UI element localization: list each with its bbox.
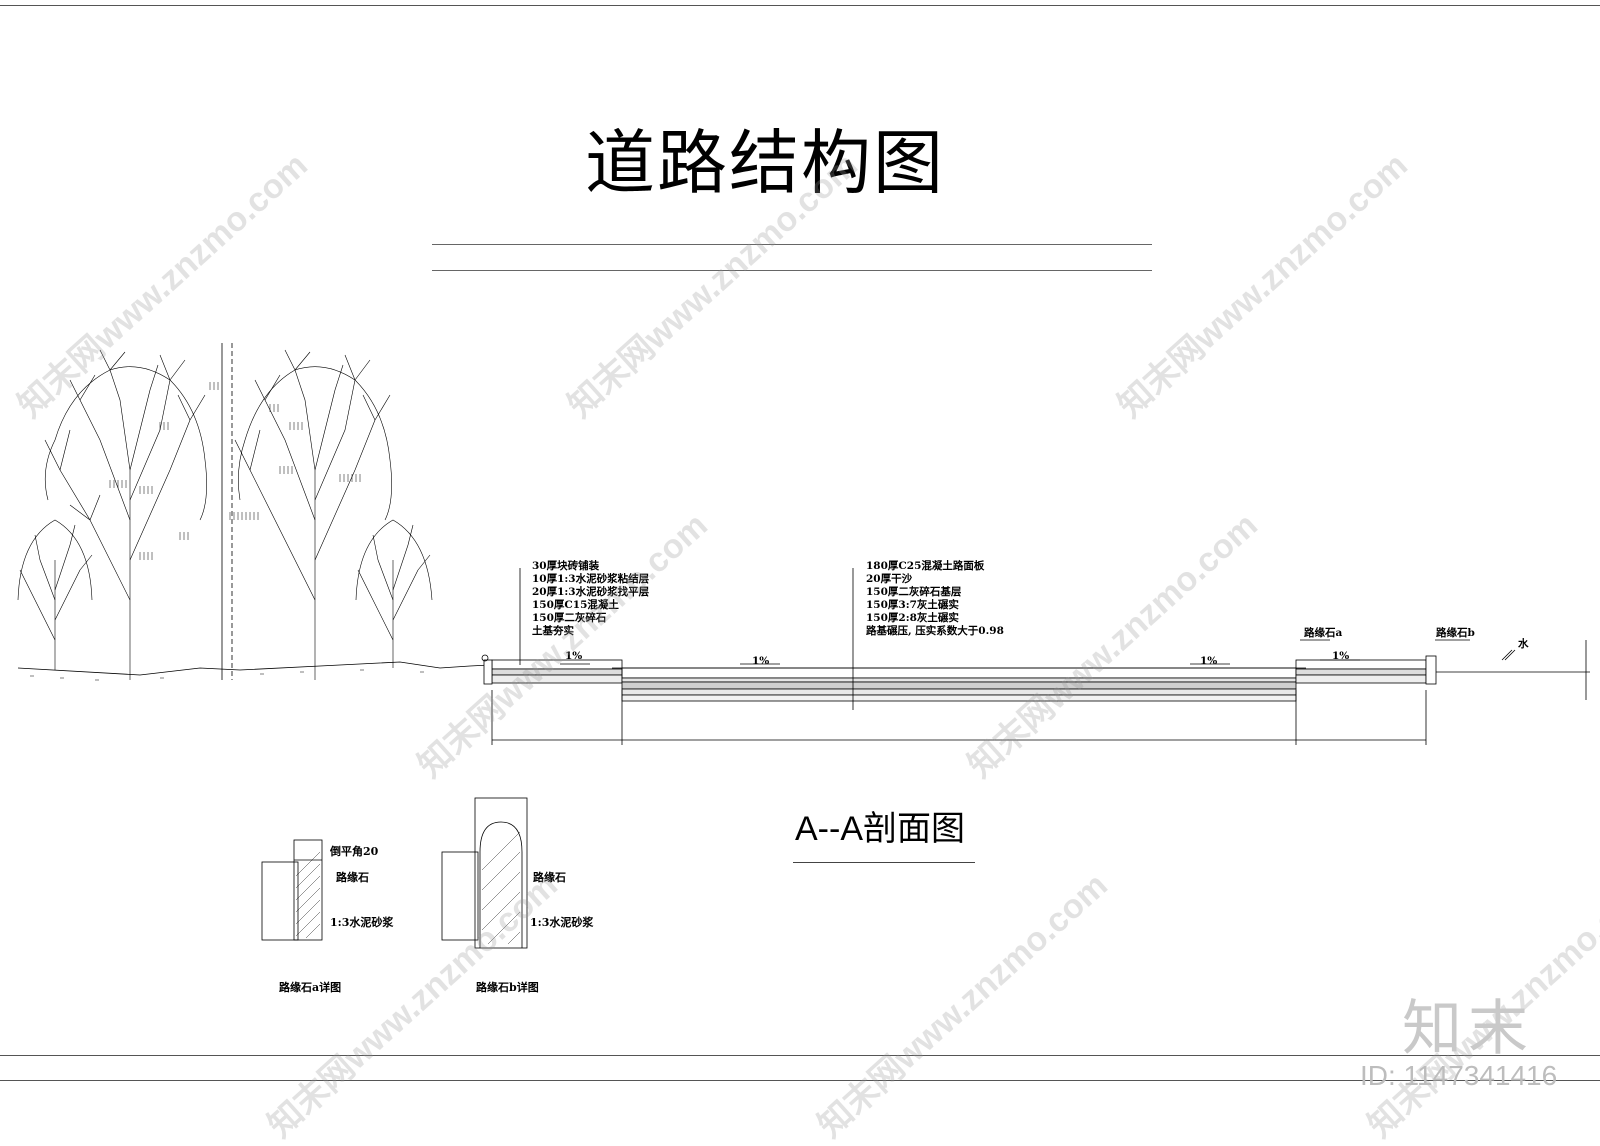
drawing-title: 道路结构图	[585, 122, 945, 204]
bottom-frame-line-2	[0, 1080, 1600, 1081]
left-layer-notes: 30厚块砖铺装 10厚1:3水泥砂浆粘结层 20厚1:3水泥砂浆找平层 150厚…	[532, 560, 649, 638]
section-title-underline	[793, 862, 975, 863]
bottom-frame-line	[0, 1055, 1600, 1056]
curb-a-label: 路缘石a	[1304, 627, 1343, 639]
left-layer-2: 10厚1:3水泥砂浆粘结层	[532, 573, 650, 585]
left-layer-3: 20厚1:3水泥砂浆找平层	[532, 586, 650, 598]
slope-label-2: 1%	[752, 655, 770, 667]
curb-detail-a	[261, 839, 323, 941]
center-layer-notes: 180厚C25混凝土路面板 20厚干沙 150厚二灰碎石基层 150厚3:7灰土…	[866, 560, 1004, 638]
water-label: 水	[1518, 638, 1529, 650]
title-rule-upper	[432, 244, 1152, 245]
detail-b-curb: 路缘石	[533, 871, 566, 884]
detail-a-chamfer: 倒平角20	[330, 845, 379, 858]
slope-label-3: 1%	[1200, 655, 1218, 667]
tree-large-right	[234, 349, 392, 680]
curb-b-label: 路缘石b	[1436, 627, 1475, 639]
center-layer-4: 150厚3:7灰土碾实	[866, 599, 959, 611]
center-layer-3: 150厚二灰碎石基层	[866, 586, 962, 598]
title-rule-lower	[432, 270, 1152, 271]
left-layer-5: 150厚二灰碎石	[532, 612, 607, 624]
center-layer-2: 20厚干沙	[866, 573, 913, 585]
tree-large-left	[44, 349, 207, 680]
left-layer-4: 150厚C15混凝土	[532, 599, 619, 611]
brand-logo: 知末	[1402, 994, 1534, 1064]
road-cross-section	[481, 568, 1590, 745]
curb-detail-b	[441, 797, 528, 949]
top-frame-line	[0, 5, 1600, 6]
detail-b-mortar: 1:3水泥砂浆	[530, 916, 594, 929]
detail-a-curb: 路缘石	[336, 871, 369, 884]
detail-b-caption: 路缘石b详图	[476, 981, 539, 994]
tree-small-left	[17, 519, 93, 670]
center-layer-1: 180厚C25混凝土路面板	[866, 560, 985, 572]
slope-label-1: 1%	[565, 650, 583, 662]
road-section-drawing	[17, 343, 1590, 949]
center-layer-6: 路基碾压, 压实系数大于0.98	[866, 625, 1004, 637]
center-layer-5: 150厚2:8灰土碾实	[866, 612, 959, 624]
detail-a-caption: 路缘石a详图	[279, 981, 342, 994]
section-title: A--A剖面图	[795, 810, 965, 848]
slope-label-4: 1%	[1332, 650, 1350, 662]
image-id: ID: 1147341416	[1360, 1060, 1558, 1091]
detail-a-mortar: 1:3水泥砂浆	[330, 916, 394, 929]
left-layer-6: 土基夯实	[532, 625, 574, 637]
trees-group	[17, 349, 433, 681]
left-layer-1: 30厚块砖铺装	[532, 560, 600, 572]
tree-small-right	[355, 519, 433, 668]
